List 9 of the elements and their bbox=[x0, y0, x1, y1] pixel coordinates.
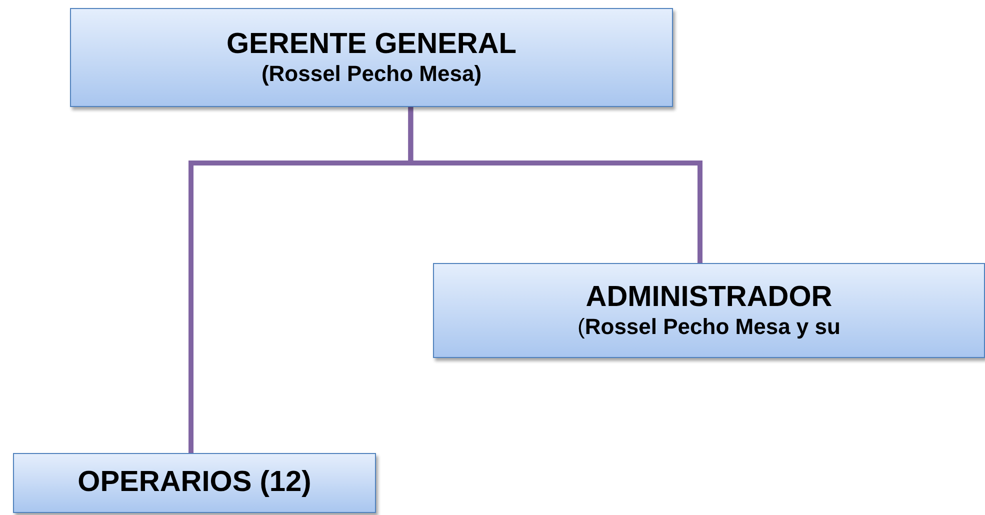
person-name: (Rossel Pecho Mesa y su bbox=[578, 314, 840, 340]
person-name: (Rossel Pecho Mesa) bbox=[261, 60, 482, 88]
org-box bbox=[433, 263, 985, 358]
org-box bbox=[70, 8, 673, 107]
org-box bbox=[13, 453, 376, 513]
connector-line bbox=[188, 107, 414, 453]
role-title: OPERARIOS (12) bbox=[78, 466, 312, 500]
role-title: GERENTE GENERAL bbox=[226, 28, 517, 61]
role-title: ADMINISTRADOR bbox=[586, 280, 832, 314]
